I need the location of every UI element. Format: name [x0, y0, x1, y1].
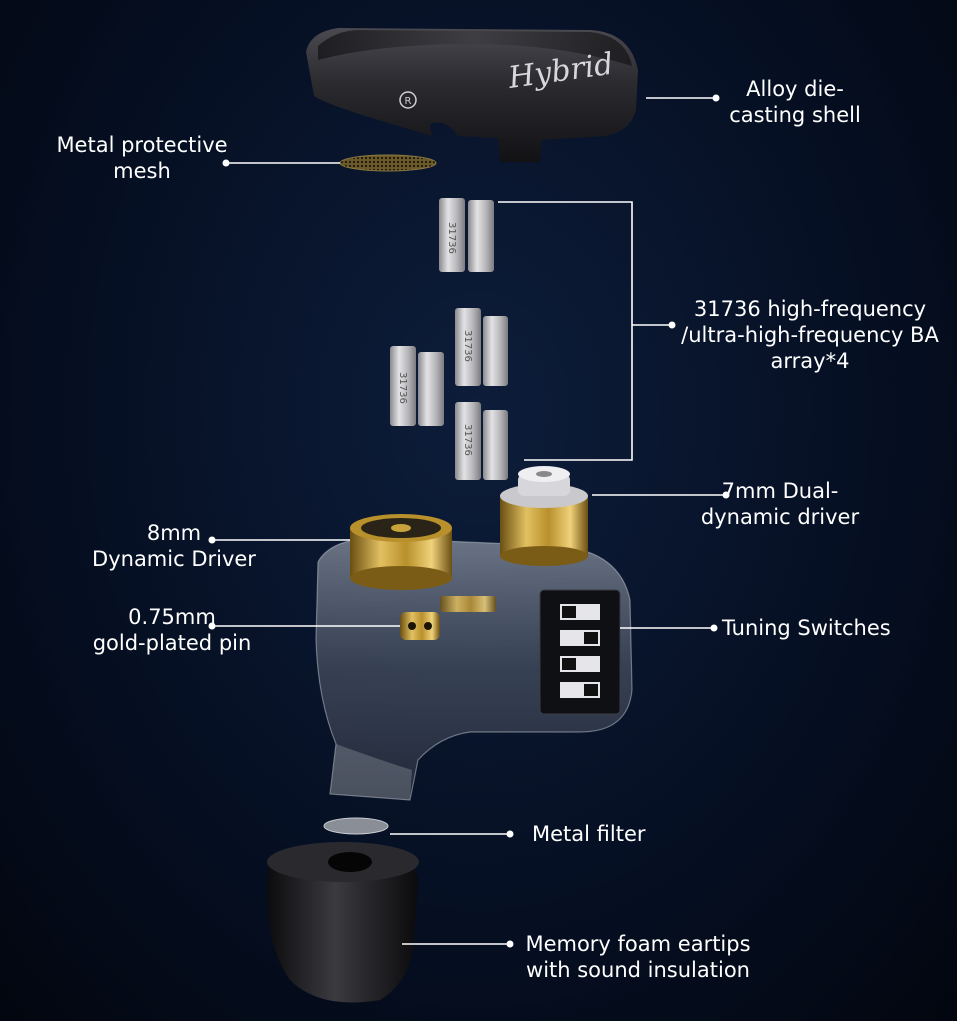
tuning-switches — [539, 589, 621, 715]
alloy-shell: R Hybrid — [306, 28, 638, 162]
label-switches: Tuning Switches — [722, 616, 891, 640]
transparent-housing — [315, 537, 633, 801]
ba-driver-2: 31736 — [455, 308, 508, 386]
leader-lines — [212, 97, 726, 945]
metal-filter — [323, 817, 389, 835]
gold-plated-pin — [400, 596, 496, 640]
ba-driver-4: 31736 — [455, 402, 508, 480]
ba-marking: 31736 — [462, 330, 473, 362]
label-eartips: Memory foam eartips with sound insulatio… — [525, 932, 751, 982]
dual-dynamic-driver-7mm — [500, 466, 588, 566]
label-mesh: Metal protective mesh — [56, 133, 228, 183]
ba-driver-1: 31736 — [439, 198, 494, 272]
label-dual-driver: 7mm Dual- dynamic driver — [700, 479, 860, 529]
label-ba-array: 31736 high-frequency /ultra-high-frequen… — [681, 297, 939, 373]
label-shell: Alloy die- casting shell — [729, 77, 861, 127]
metal-protective-mesh — [339, 154, 437, 172]
ba-marking: 31736 — [462, 424, 473, 456]
ba-marking: 31736 — [397, 372, 408, 404]
label-filter: Metal filter — [532, 822, 646, 846]
memory-foam-eartip — [266, 842, 419, 1003]
ba-driver-3: 31736 — [390, 346, 444, 426]
registered-mark-icon — [399, 91, 417, 109]
dynamic-driver-8mm — [350, 514, 452, 590]
label-dynamic-driver: 8mm Dynamic Driver — [92, 521, 256, 571]
leader-dots — [208, 94, 730, 948]
svg-text:R: R — [405, 96, 412, 107]
ba-marking: 31736 — [446, 222, 457, 254]
label-pin: 0.75mm gold-plated pin — [92, 605, 252, 655]
